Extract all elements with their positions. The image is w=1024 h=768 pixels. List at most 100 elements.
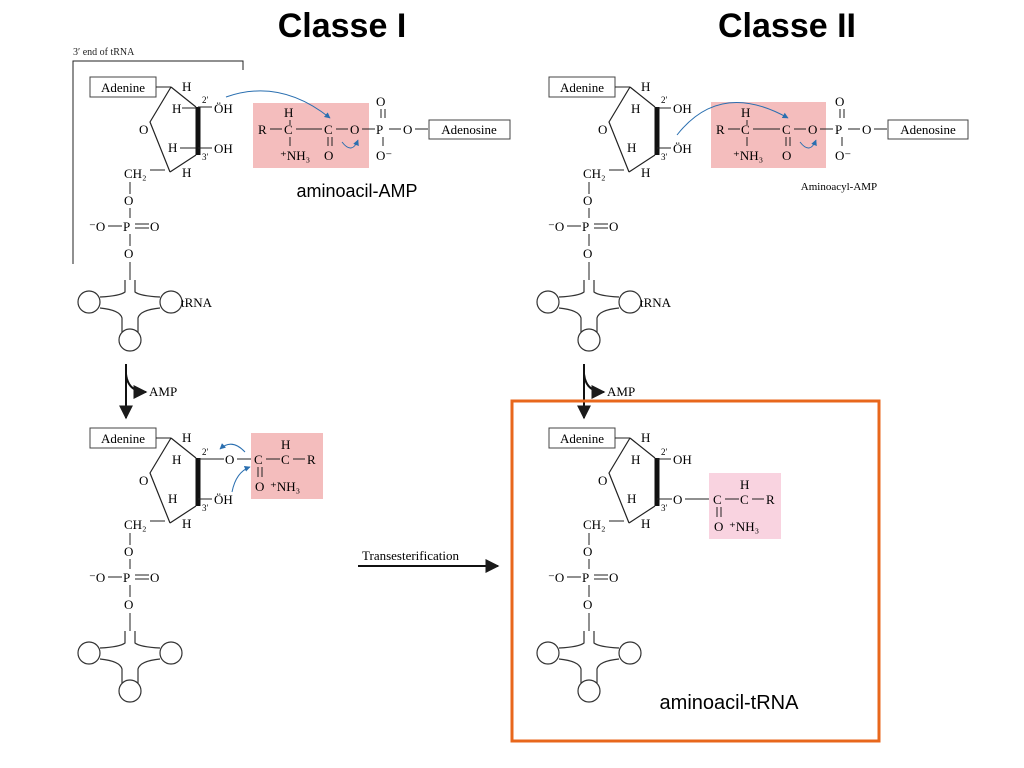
- svg-text:tRNA: tRNA: [640, 295, 672, 310]
- electron-push-arrow: [799, 139, 817, 149]
- svg-text:⁻O: ⁻O: [548, 219, 564, 234]
- svg-text:O⁻: O⁻: [376, 148, 392, 163]
- svg-text:O: O: [583, 246, 592, 261]
- trna-3end-label: 3′ end of tRNA: [73, 47, 135, 58]
- class-two-heading: Classe II: [718, 7, 856, 45]
- svg-text:O: O: [862, 122, 871, 137]
- svg-text:O: O: [124, 246, 133, 261]
- hydroxyl-2prime: ÖH: [214, 101, 233, 116]
- svg-text:P: P: [376, 122, 383, 137]
- svg-text:P: P: [123, 219, 130, 234]
- svg-text:AMP: AMP: [607, 384, 635, 399]
- adenosine-box: [887, 119, 969, 140]
- svg-text:⁻O: ⁻O: [548, 570, 564, 585]
- svg-text:O: O: [782, 148, 791, 163]
- svg-text:O: O: [124, 544, 133, 559]
- svg-text:⁺NH₃: ⁺NH₃: [280, 148, 310, 163]
- svg-text:O: O: [835, 94, 844, 109]
- svg-text:OH: OH: [673, 101, 692, 116]
- svg-text:O: O: [583, 193, 592, 208]
- aminoacyl-highlight: [253, 103, 369, 168]
- svg-text:R: R: [307, 452, 316, 467]
- class-two-amp-release: AMP: [577, 364, 635, 420]
- aminoacyl-highlight-product: [709, 473, 781, 539]
- trna-cloverleaf-icon: [536, 280, 642, 352]
- svg-text:CH₂: CH₂: [583, 166, 606, 181]
- hydroxyl-3prime: OH: [214, 141, 233, 156]
- svg-text:P: P: [582, 570, 589, 585]
- svg-text:Adenine: Adenine: [560, 431, 604, 446]
- svg-text:O⁻: O⁻: [835, 148, 851, 163]
- svg-text:C: C: [254, 452, 263, 467]
- trna-3end-bracket: [72, 60, 244, 264]
- svg-text:3′: 3′: [202, 503, 209, 513]
- svg-text:O: O: [324, 148, 333, 163]
- svg-text:H: H: [182, 165, 191, 180]
- class-one-top: 3′ end of tRNA Adenine O H H H H 2′ 3′ Ö…: [72, 47, 511, 352]
- svg-text:⁻O: ⁻O: [89, 219, 105, 234]
- svg-text:2′: 2′: [202, 95, 209, 105]
- svg-text:O: O: [583, 544, 592, 559]
- adenosine-label: Adenosine: [441, 122, 497, 137]
- class-one-heading: Classe I: [278, 7, 407, 45]
- nucleophilic-attack-arrow: [225, 90, 331, 119]
- transfer-arrow: [231, 465, 251, 493]
- svg-text:P: P: [835, 122, 842, 137]
- svg-text:H: H: [740, 477, 749, 492]
- aminoacyl-highlight: [251, 433, 323, 499]
- svg-text:ÖH: ÖH: [214, 492, 233, 507]
- svg-text:H: H: [284, 105, 293, 120]
- svg-text:H: H: [182, 430, 191, 445]
- svg-text:C: C: [324, 122, 333, 137]
- svg-text:O: O: [139, 473, 148, 488]
- svg-text:⁺NH₃: ⁺NH₃: [733, 148, 763, 163]
- svg-text:C: C: [713, 492, 722, 507]
- svg-text:CH₂: CH₂: [124, 166, 147, 181]
- svg-text:O: O: [150, 570, 159, 585]
- svg-text:O: O: [225, 452, 234, 467]
- svg-text:H: H: [641, 79, 650, 94]
- svg-text:O: O: [583, 597, 592, 612]
- aminoacyl-amp-en-label: Aminoacyl-AMP: [801, 181, 877, 193]
- trna-cloverleaf-icon: [77, 631, 183, 703]
- svg-text:R: R: [716, 122, 725, 137]
- class-two-bottom: Adenine O H H H H 2′ 3′ OH O C O H C R ⁺…: [536, 427, 800, 714]
- transesterification-label: Transesterification: [362, 548, 459, 563]
- ribose-ring: [149, 86, 197, 173]
- svg-text:O: O: [673, 492, 682, 507]
- svg-text:H: H: [741, 105, 750, 120]
- svg-text:2′: 2′: [661, 447, 668, 457]
- svg-text:H: H: [172, 101, 181, 116]
- svg-text:H: H: [641, 165, 650, 180]
- svg-text:R: R: [766, 492, 775, 507]
- svg-text:2′: 2′: [202, 447, 209, 457]
- svg-text:H: H: [641, 430, 650, 445]
- svg-text:CH₂: CH₂: [124, 517, 147, 532]
- svg-text:O: O: [150, 219, 159, 234]
- svg-text:O: O: [714, 519, 723, 534]
- svg-text:⁺NH₃: ⁺NH₃: [270, 479, 300, 494]
- svg-text:AMP: AMP: [149, 384, 177, 399]
- svg-text:ÖH: ÖH: [673, 141, 692, 156]
- trna-cloverleaf-icon: [536, 631, 642, 703]
- svg-text:H: H: [281, 437, 290, 452]
- ring-oxygen: O: [139, 122, 148, 137]
- svg-text:C: C: [740, 492, 749, 507]
- carbonyl-arrow: [219, 443, 246, 453]
- svg-text:3′: 3′: [661, 152, 668, 162]
- svg-text:C: C: [284, 122, 293, 137]
- adenine-label: Adenine: [101, 80, 145, 95]
- svg-text:C: C: [782, 122, 791, 137]
- svg-text:⁺NH₃: ⁺NH₃: [729, 519, 759, 534]
- svg-text:O: O: [255, 479, 264, 494]
- svg-text:P: P: [582, 219, 589, 234]
- svg-text:H: H: [627, 491, 636, 506]
- svg-text:3′: 3′: [202, 152, 209, 162]
- svg-text:OH: OH: [673, 452, 692, 467]
- trna-label: tRNA: [181, 295, 213, 310]
- svg-text:R: R: [258, 122, 267, 137]
- svg-text:C: C: [281, 452, 290, 467]
- aminoacyl-trna-label: aminoacil-tRNA: [660, 692, 800, 714]
- svg-text:O: O: [403, 122, 412, 137]
